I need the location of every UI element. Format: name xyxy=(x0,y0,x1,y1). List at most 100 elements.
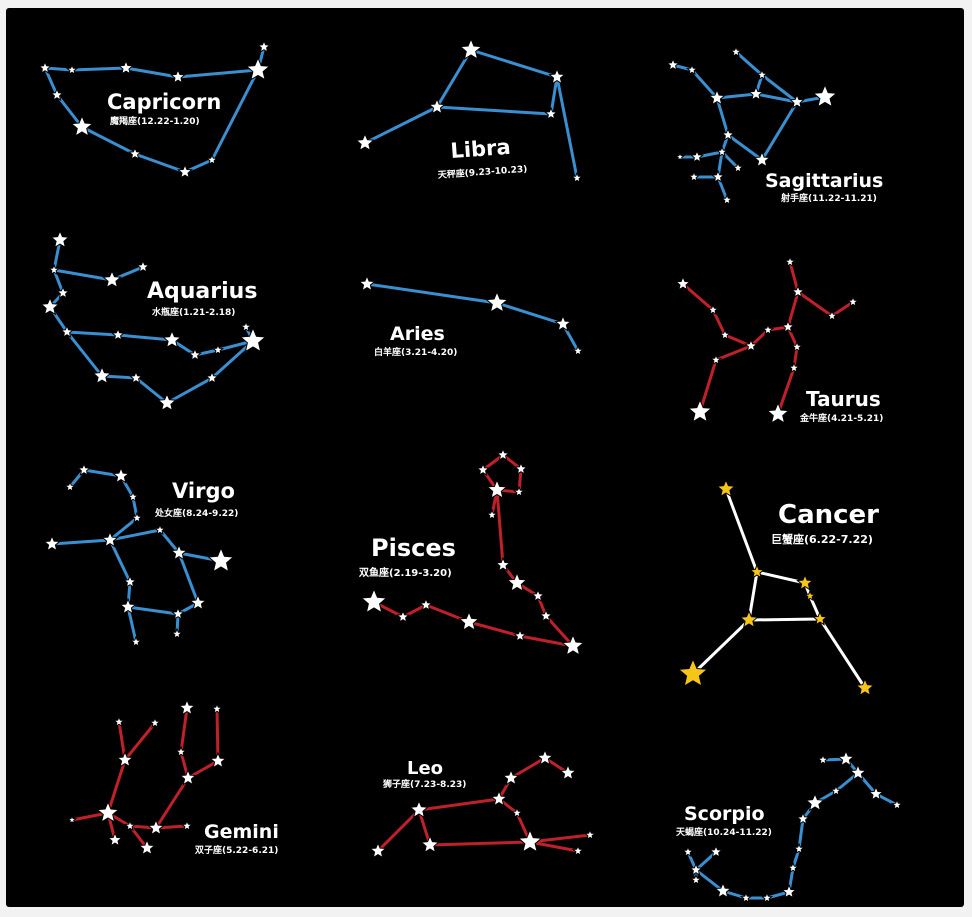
sagittarius-line xyxy=(760,73,799,104)
cancer-line xyxy=(747,570,759,622)
sagittarius-star-icon xyxy=(731,161,745,174)
virgo-star-icon xyxy=(77,462,91,476)
leo-star-icon xyxy=(536,748,554,766)
pisces-star-icon xyxy=(539,608,553,622)
aquarius-star-icon xyxy=(188,347,202,361)
virgo-line xyxy=(177,551,200,605)
gemini-line xyxy=(106,758,127,815)
virgo-star-icon xyxy=(101,530,119,548)
scorpio-subtitle: 天蝎座(10.24-11.22) xyxy=(676,826,772,838)
aquarius-star-icon xyxy=(47,263,61,276)
sagittarius-line xyxy=(754,92,799,104)
pisces-name: Pisces xyxy=(371,534,456,562)
gemini-subtitle: 双子座(5.22-6.21) xyxy=(195,844,278,856)
taurus-subtitle: 金牛座(4.21-5.21) xyxy=(799,412,883,424)
pisces-line xyxy=(495,488,505,567)
gemini-star-icon xyxy=(148,716,162,729)
scorpio-star-icon xyxy=(829,784,843,797)
gemini-star-icon xyxy=(138,838,156,856)
taurus-line xyxy=(796,290,834,318)
cancer-line xyxy=(724,487,759,574)
sagittarius-line xyxy=(715,92,758,100)
cancer-line xyxy=(747,617,822,622)
taurus-star-icon xyxy=(766,401,790,424)
pisces-star-icon xyxy=(485,508,499,521)
libra-star-icon xyxy=(428,97,446,115)
pisces-star-icon xyxy=(396,609,410,623)
capricorn-star-icon xyxy=(118,59,134,75)
sagittarius-star-icon xyxy=(789,93,805,109)
sagittarius-star-icon xyxy=(675,151,685,162)
taurus-star-icon xyxy=(787,361,801,374)
capricorn-star-icon xyxy=(170,68,186,84)
pisces-star-icon xyxy=(476,462,490,476)
sagittarius-line xyxy=(715,96,730,137)
pisces-star-icon xyxy=(360,587,388,614)
libra-name: Libra xyxy=(450,135,512,163)
aquarius-star-icon xyxy=(239,326,267,353)
gemini-line xyxy=(154,776,190,830)
sagittarius-subtitle: 射手座(11.22-11.21) xyxy=(780,192,877,204)
sagittarius-star-icon xyxy=(755,68,769,81)
virgo-star-icon xyxy=(207,546,235,573)
pisces-star-icon xyxy=(512,485,526,498)
taurus-star-icon xyxy=(846,295,860,308)
capricorn-line xyxy=(43,66,74,72)
sagittarius-star-icon xyxy=(715,145,729,158)
aquarius-star-icon xyxy=(136,259,150,273)
taurus-star-icon xyxy=(718,328,732,341)
capricorn-star-icon xyxy=(257,39,271,53)
pisces-subtitle: 双鱼座(2.19-3.20) xyxy=(359,566,452,579)
capricorn-name: Capricorn xyxy=(107,90,221,114)
capricorn-star-icon xyxy=(70,114,94,137)
cancer-line xyxy=(755,570,807,585)
scorpio-star-icon xyxy=(792,842,806,855)
taurus-star-icon xyxy=(783,255,797,268)
aquarius-line xyxy=(65,330,120,337)
taurus-line xyxy=(714,344,753,362)
taurus-star-icon xyxy=(781,319,795,333)
virgo-name: Virgo xyxy=(172,479,235,503)
leo-star-icon xyxy=(420,834,440,854)
sagittarius-line xyxy=(734,50,764,77)
aquarius-line xyxy=(52,268,114,282)
pisces-star-icon xyxy=(495,556,511,572)
aquarius-star-icon xyxy=(205,370,219,384)
sagittarius-line xyxy=(726,133,764,162)
scorpio-star-icon xyxy=(714,881,732,899)
pisces-line xyxy=(467,620,522,638)
virgo-line xyxy=(108,516,139,542)
capricorn-subtitle: 魔羯座(12.22-1.20) xyxy=(109,115,200,127)
virgo-line xyxy=(126,605,138,644)
capricorn-star-icon xyxy=(128,146,142,160)
gemini-star-icon xyxy=(209,751,227,769)
sagittarius-star-icon xyxy=(685,63,699,76)
virgo-star-icon xyxy=(171,606,185,620)
taurus-star-icon xyxy=(825,309,839,322)
aries-subtitle: 白羊座(3.21-4.20) xyxy=(374,346,457,358)
pisces-star-icon xyxy=(506,571,528,593)
taurus-star-icon xyxy=(761,323,775,336)
scorpio-star-icon xyxy=(849,763,867,781)
gemini-star-icon xyxy=(123,819,137,832)
pisces-star-icon xyxy=(531,588,545,602)
cancer-star-icon xyxy=(796,573,814,591)
taurus-name: Taurus xyxy=(806,387,881,411)
virgo-star-icon xyxy=(170,543,188,561)
gemini-line xyxy=(179,706,189,754)
leo-line xyxy=(509,756,547,780)
virgo-subtitle: 处女座(8.24-9.22) xyxy=(154,507,238,519)
aquarius-line xyxy=(116,333,174,342)
gemini-line xyxy=(70,811,110,822)
virgo-star-icon xyxy=(130,511,144,524)
aries-star-icon xyxy=(485,290,509,313)
virgo-star-icon xyxy=(126,490,140,503)
cancer-line xyxy=(691,618,751,676)
aries-star-icon xyxy=(358,274,376,292)
pisces-star-icon xyxy=(419,597,433,611)
cancer-name: Cancer xyxy=(778,500,879,530)
leo-line xyxy=(528,833,592,844)
capricorn-star-icon xyxy=(245,56,271,81)
aquarius-star-icon xyxy=(239,320,253,333)
aquarius-star-icon xyxy=(60,324,74,338)
